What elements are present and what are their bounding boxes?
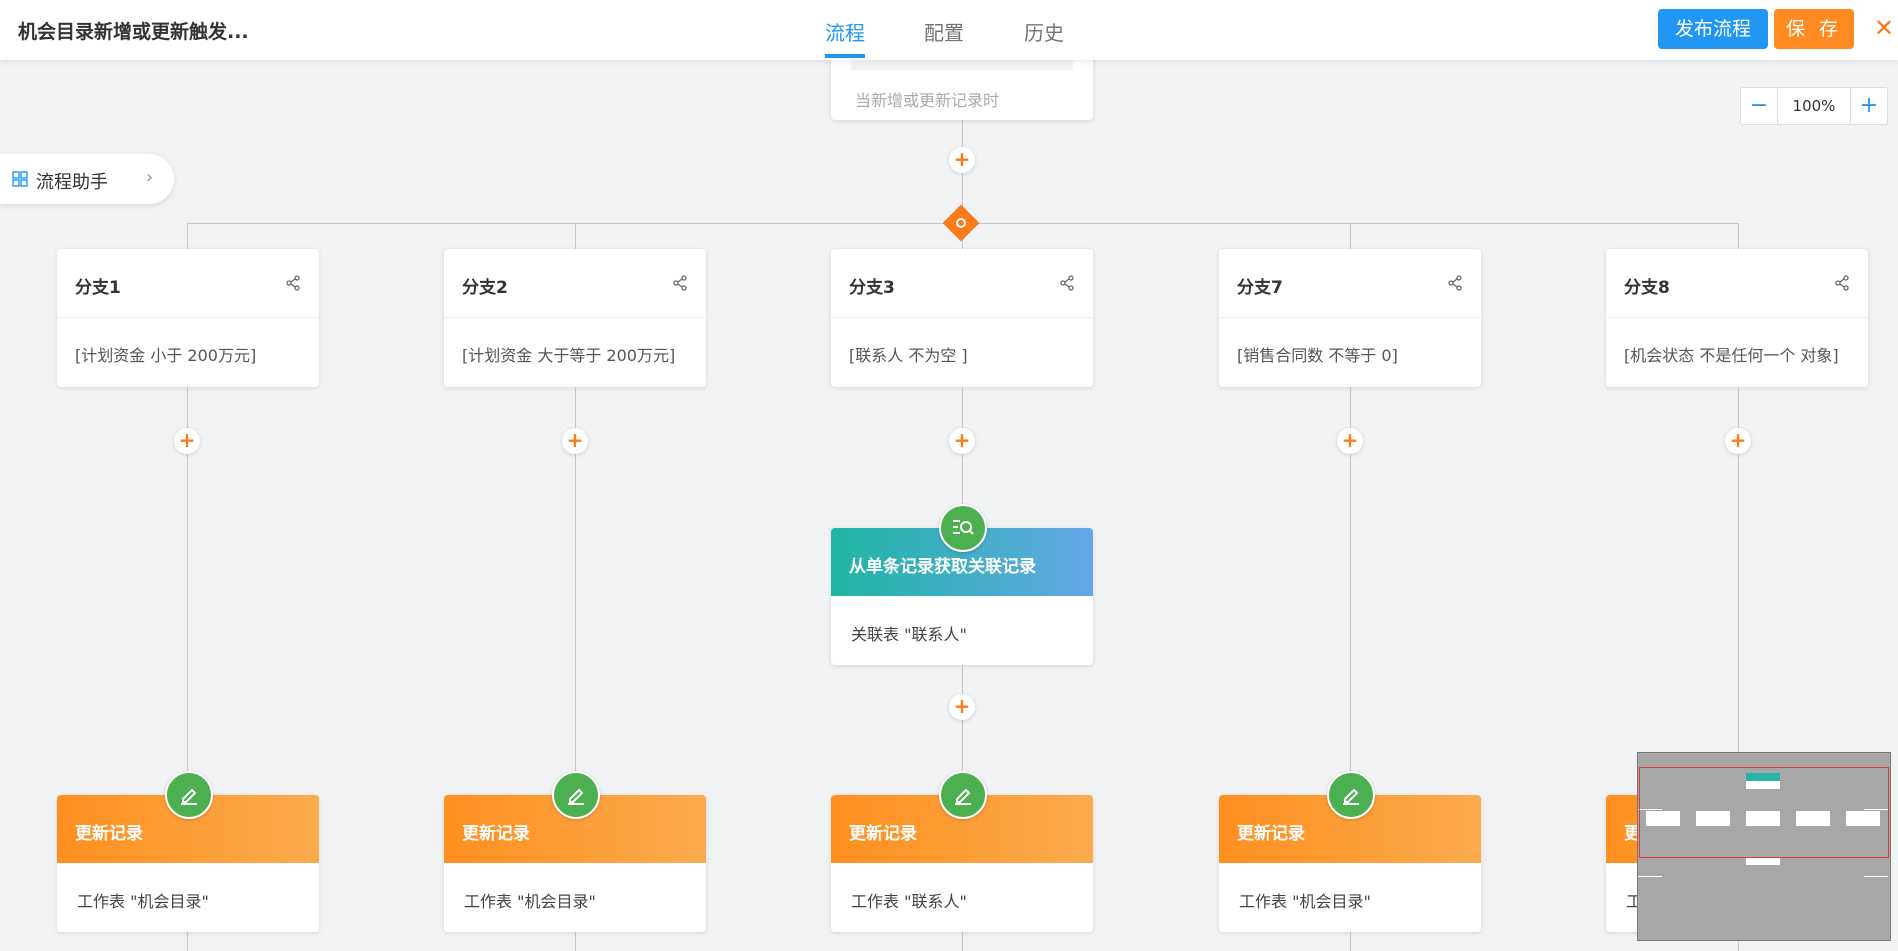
workflow-title: 机会目录新增或更新触发... [18, 21, 249, 43]
update-record-node[interactable]: 更新记录 工作表 "机会目录" [444, 771, 706, 932]
add-node-button[interactable]: + [1337, 428, 1363, 454]
node-body: 工作表 "机会目录" [77, 892, 209, 911]
update-record-node[interactable]: 更新记录 工作表 "联系人" [831, 771, 1093, 932]
edit-icon [939, 771, 987, 819]
minimap-node [1646, 811, 1680, 826]
zoom-out-button[interactable]: − [1749, 93, 1769, 118]
chevron-right-icon: › [146, 167, 154, 188]
tab-flow[interactable]: 流程 [825, 21, 865, 45]
add-node-button[interactable]: + [174, 428, 200, 454]
flow-assistant-label: 流程助手 [36, 172, 108, 193]
share-icon[interactable] [672, 275, 688, 291]
edit-icon [552, 771, 600, 819]
node-title: 更新记录 [849, 824, 917, 844]
branch-name: 分支1 [75, 278, 121, 298]
minimap[interactable] [1637, 752, 1891, 941]
update-record-node[interactable]: 更新记录 工作表 "机会目录" [57, 771, 319, 932]
branch-header: 分支3 [831, 249, 1093, 318]
flow-assistant-tab[interactable]: 流程助手 › [0, 154, 174, 204]
minimap-node [1746, 781, 1780, 789]
connector-branch2 [575, 223, 576, 951]
branch-name: 分支7 [1237, 278, 1283, 298]
branch-header: 分支8 [1606, 249, 1868, 318]
close-icon[interactable]: ✕ [1874, 14, 1895, 42]
zoom-in-button[interactable]: + [1859, 93, 1879, 118]
top-header: 机会目录新增或更新触发... 流程 配置 历史 发布流程 保 存 ✕ [0, 0, 1898, 60]
connector-branch7 [1350, 223, 1351, 951]
add-node-button[interactable]: + [1725, 428, 1751, 454]
branch-name: 分支3 [849, 278, 895, 298]
branch-header: 分支7 [1219, 249, 1481, 318]
share-icon[interactable] [1059, 275, 1075, 291]
minimap-node [1696, 811, 1730, 826]
add-node-button[interactable]: + [949, 147, 975, 173]
node-title: 从单条记录获取关联记录 [849, 557, 1036, 577]
node-header: 更新记录 [57, 795, 319, 863]
connector-branch1 [187, 223, 188, 951]
minimap-line [1638, 876, 1662, 877]
branch-card-2[interactable]: 分支2 [计划资金 大于等于 200万元] [444, 249, 706, 387]
node-body: 工作表 "机会目录" [1239, 892, 1371, 911]
branch-condition: [计划资金 小于 200万元] [75, 346, 257, 365]
minimap-node [1746, 811, 1780, 826]
share-icon[interactable] [285, 275, 301, 291]
branch-card-7[interactable]: 分支7 [销售合同数 不等于 0] [1219, 249, 1481, 387]
minimap-node [1796, 811, 1830, 826]
tab-config[interactable]: 配置 [924, 21, 964, 45]
grid-icon [12, 171, 28, 187]
node-title: 更新记录 [462, 824, 530, 844]
node-body: 工作表 "机会目录" [464, 892, 596, 911]
branch-header: 分支1 [57, 249, 319, 318]
tab-history[interactable]: 历史 [1024, 21, 1064, 45]
lookup-related-records-node[interactable]: 从单条记录获取关联记录 关联表 "联系人" [831, 504, 1093, 665]
publish-flow-button[interactable]: 发布流程 [1658, 9, 1768, 49]
branch-header: 分支2 [444, 249, 706, 318]
update-record-node[interactable]: 更新记录 工作表 "机会目录" [1219, 771, 1481, 932]
minimap-node [1846, 811, 1880, 826]
minimap-node [1746, 773, 1780, 781]
edit-icon [165, 771, 213, 819]
add-node-button[interactable]: + [949, 694, 975, 720]
branch-condition: [联系人 不为空 ] [849, 346, 968, 365]
trigger-description: 当新增或更新记录时 [855, 91, 1000, 110]
save-button[interactable]: 保 存 [1774, 9, 1854, 49]
node-body: 工作表 "联系人" [851, 892, 967, 911]
zoom-level: 100% [1777, 88, 1851, 124]
branch-condition: [计划资金 大于等于 200万元] [462, 346, 676, 365]
branch-gateway-icon[interactable] [942, 204, 980, 242]
minimap-line [1638, 809, 1662, 810]
search-list-icon [939, 504, 987, 552]
branch-card-8[interactable]: 分支8 [机会状态 不是任何一个 对象] [1606, 249, 1868, 387]
branch-name: 分支8 [1624, 278, 1670, 298]
minimap-line [1864, 809, 1888, 810]
minimap-line [1864, 876, 1888, 877]
minimap-node [1746, 857, 1780, 865]
active-tab-indicator [825, 54, 865, 58]
connector-branch8 [1738, 223, 1739, 951]
branch-name: 分支2 [462, 278, 508, 298]
branch-condition: [销售合同数 不等于 0] [1237, 346, 1398, 365]
branch-card-1[interactable]: 分支1 [计划资金 小于 200万元] [57, 249, 319, 387]
zoom-control: − 100% + [1740, 87, 1888, 125]
minimap-viewport[interactable] [1639, 767, 1889, 858]
branch-condition: [机会状态 不是任何一个 对象] [1624, 346, 1839, 365]
node-body: 关联表 "联系人" [851, 625, 967, 644]
share-icon[interactable] [1834, 275, 1850, 291]
edit-icon [1327, 771, 1375, 819]
add-node-button[interactable]: + [949, 428, 975, 454]
node-title: 更新记录 [75, 824, 143, 844]
tab-bar: 流程 配置 历史 [0, 0, 1898, 60]
branch-card-3[interactable]: 分支3 [联系人 不为空 ] [831, 249, 1093, 387]
add-node-button[interactable]: + [562, 428, 588, 454]
node-title: 更新记录 [1237, 824, 1305, 844]
share-icon[interactable] [1447, 275, 1463, 291]
